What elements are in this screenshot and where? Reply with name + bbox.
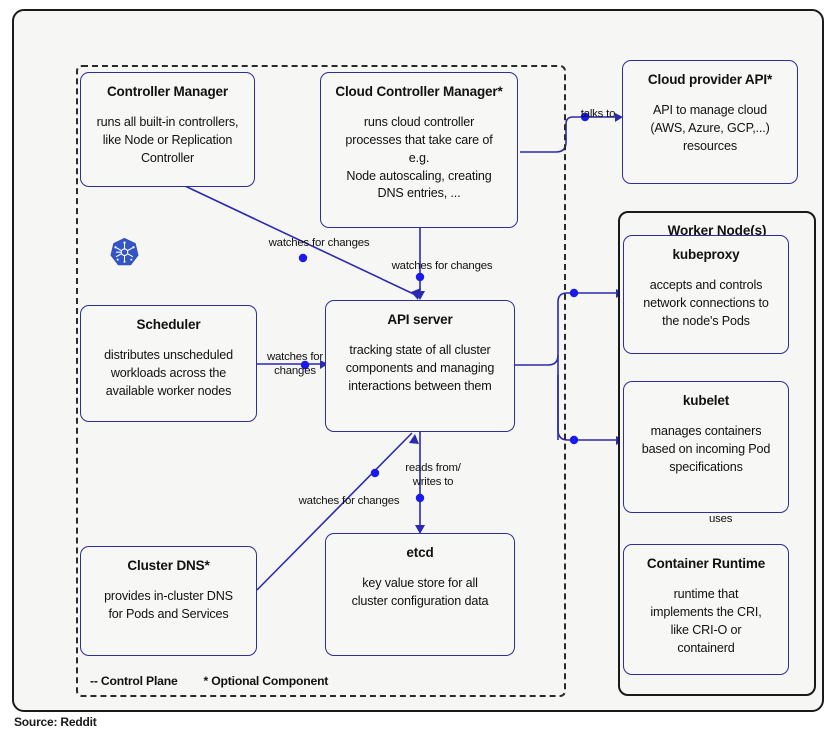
node-description: runs all built-in controllers, like Node…	[96, 114, 239, 165]
node-kubelet[interactable]: kubelet manages containers based on inco…	[623, 381, 789, 513]
node-scheduler[interactable]: Scheduler distributes unscheduled worklo…	[80, 305, 257, 422]
node-title: API server	[387, 312, 453, 327]
node-etcd[interactable]: etcd key value store for all cluster con…	[325, 533, 515, 656]
node-controller-manager[interactable]: Controller Manager runs all built-in con…	[80, 72, 255, 187]
node-title: Cloud Controller Manager*	[335, 84, 503, 99]
node-title: Container Runtime	[646, 556, 766, 571]
node-cloud-provider-api[interactable]: Cloud provider API* API to manage cloud …	[622, 60, 798, 184]
legend-control-plane: -- Control Plane	[90, 674, 178, 688]
legend-optional-component: * Optional Component	[203, 674, 329, 688]
node-description: provides in-cluster DNS for Pods and Ser…	[104, 588, 233, 621]
node-description: key value store for all cluster configur…	[351, 575, 489, 608]
node-description: runtime that implements the CRI, like CR…	[650, 586, 762, 655]
node-description: tracking state of all cluster components…	[345, 342, 495, 393]
node-cluster-dns[interactable]: Cluster DNS* provides in-cluster DNS for…	[80, 546, 257, 656]
node-title: Cluster DNS*	[127, 558, 210, 573]
node-title: kubelet	[682, 393, 730, 408]
source-caption: Source: Reddit	[14, 715, 97, 729]
node-description: API to manage cloud (AWS, Azure, GCP,...…	[650, 102, 770, 153]
node-kubeproxy[interactable]: kubeproxy accepts and controls network c…	[623, 235, 789, 354]
node-description: accepts and controls network connections…	[643, 277, 769, 328]
node-title: Scheduler	[136, 317, 201, 332]
edge-bus-to-kubelet	[557, 375, 621, 441]
node-description: distributes unscheduled workloads across…	[104, 347, 233, 398]
node-api-server[interactable]: API server tracking state of all cluster…	[325, 300, 515, 432]
edge-label-talks-to: talks to	[580, 108, 616, 120]
control-plane-region	[76, 65, 566, 697]
node-container-runtime[interactable]: Container Runtime runtime that implement…	[623, 544, 789, 675]
node-description: runs cloud controller processes that tak…	[345, 114, 493, 201]
diagram-canvas: Worker Node(s)	[12, 9, 824, 712]
node-title: kubeproxy	[672, 247, 740, 262]
node-title: Controller Manager	[106, 84, 229, 99]
kubernetes-logo	[110, 237, 139, 266]
node-title: etcd	[406, 545, 434, 560]
node-description: manages containers based on incoming Pod…	[641, 423, 771, 474]
node-title: Cloud provider API*	[647, 72, 773, 87]
worker-node-title: Worker Node(s)	[667, 223, 767, 238]
node-cloud-controller-manager[interactable]: Cloud Controller Manager* runs cloud con…	[320, 72, 518, 228]
legend: -- Control Plane * Optional Component	[90, 674, 328, 688]
